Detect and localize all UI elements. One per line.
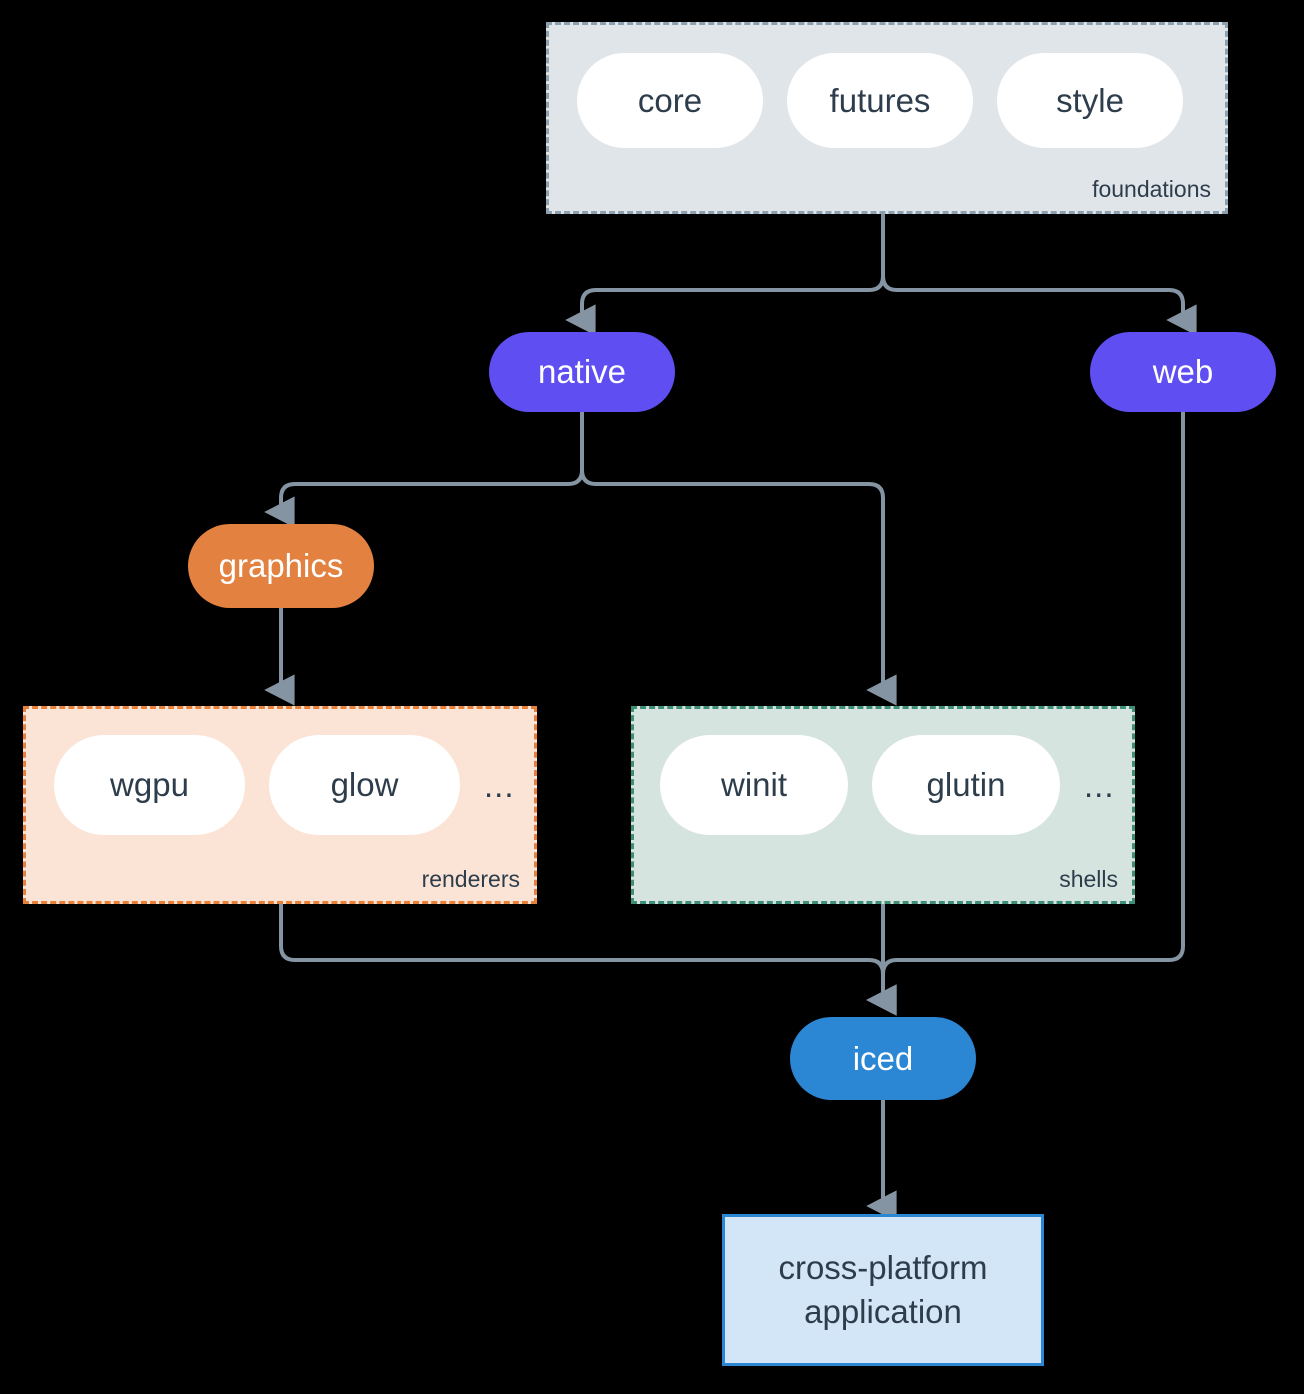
- node-web-label: web: [1152, 353, 1214, 390]
- node-application[interactable]: cross-platform application: [722, 1214, 1044, 1366]
- cluster-foundations-items: core futures style: [577, 53, 1183, 148]
- application-line-2: application: [804, 1293, 962, 1330]
- cluster-shells: winit glutin ... shells: [631, 706, 1135, 904]
- edge-foundations-web: [881, 275, 1197, 336]
- node-native-label: native: [537, 353, 627, 390]
- node-core-label: core: [637, 81, 703, 119]
- node-glutin[interactable]: glutin: [872, 735, 1060, 835]
- cluster-renderers-items: wgpu glow ...: [54, 735, 515, 835]
- edge-foundations-split: [565, 214, 885, 336]
- node-graphics-label: graphics: [218, 547, 344, 584]
- cluster-foundations-label: foundations: [1092, 176, 1211, 202]
- node-style-label: style: [1056, 81, 1124, 119]
- node-glow-label: glow: [330, 766, 399, 803]
- cluster-shells-items: winit glutin ...: [660, 735, 1115, 835]
- cluster-foundations: core futures style foundations: [546, 22, 1228, 214]
- node-winit-label: winit: [720, 766, 788, 803]
- node-glow[interactable]: glow: [269, 735, 460, 835]
- shells-ellipsis: ...: [1084, 766, 1115, 804]
- node-futures-label: futures: [829, 81, 931, 119]
- node-iced-label: iced: [852, 1039, 914, 1077]
- cluster-renderers-label: renderers: [421, 866, 520, 892]
- application-line-1: cross-platform: [778, 1249, 988, 1287]
- node-graphics[interactable]: graphics: [188, 524, 374, 608]
- cluster-renderers: wgpu glow ... renderers: [23, 706, 537, 904]
- edge-native-shells: [580, 469, 897, 706]
- node-futures[interactable]: futures: [787, 53, 973, 148]
- renderers-ellipsis: ...: [484, 766, 515, 804]
- node-wgpu-label: wgpu: [110, 766, 189, 803]
- node-iced[interactable]: iced: [790, 1017, 976, 1100]
- node-winit[interactable]: winit: [660, 735, 848, 835]
- node-native[interactable]: native: [489, 332, 675, 412]
- cluster-shells-label: shells: [1059, 866, 1118, 892]
- node-style[interactable]: style: [997, 53, 1183, 148]
- edge-renderers-iced: [279, 904, 897, 1016]
- node-core[interactable]: core: [577, 53, 763, 148]
- node-glutin-label: glutin: [926, 766, 1006, 803]
- edge-native-graphics: [264, 412, 584, 528]
- node-wgpu[interactable]: wgpu: [54, 735, 245, 835]
- node-web[interactable]: web: [1090, 332, 1276, 412]
